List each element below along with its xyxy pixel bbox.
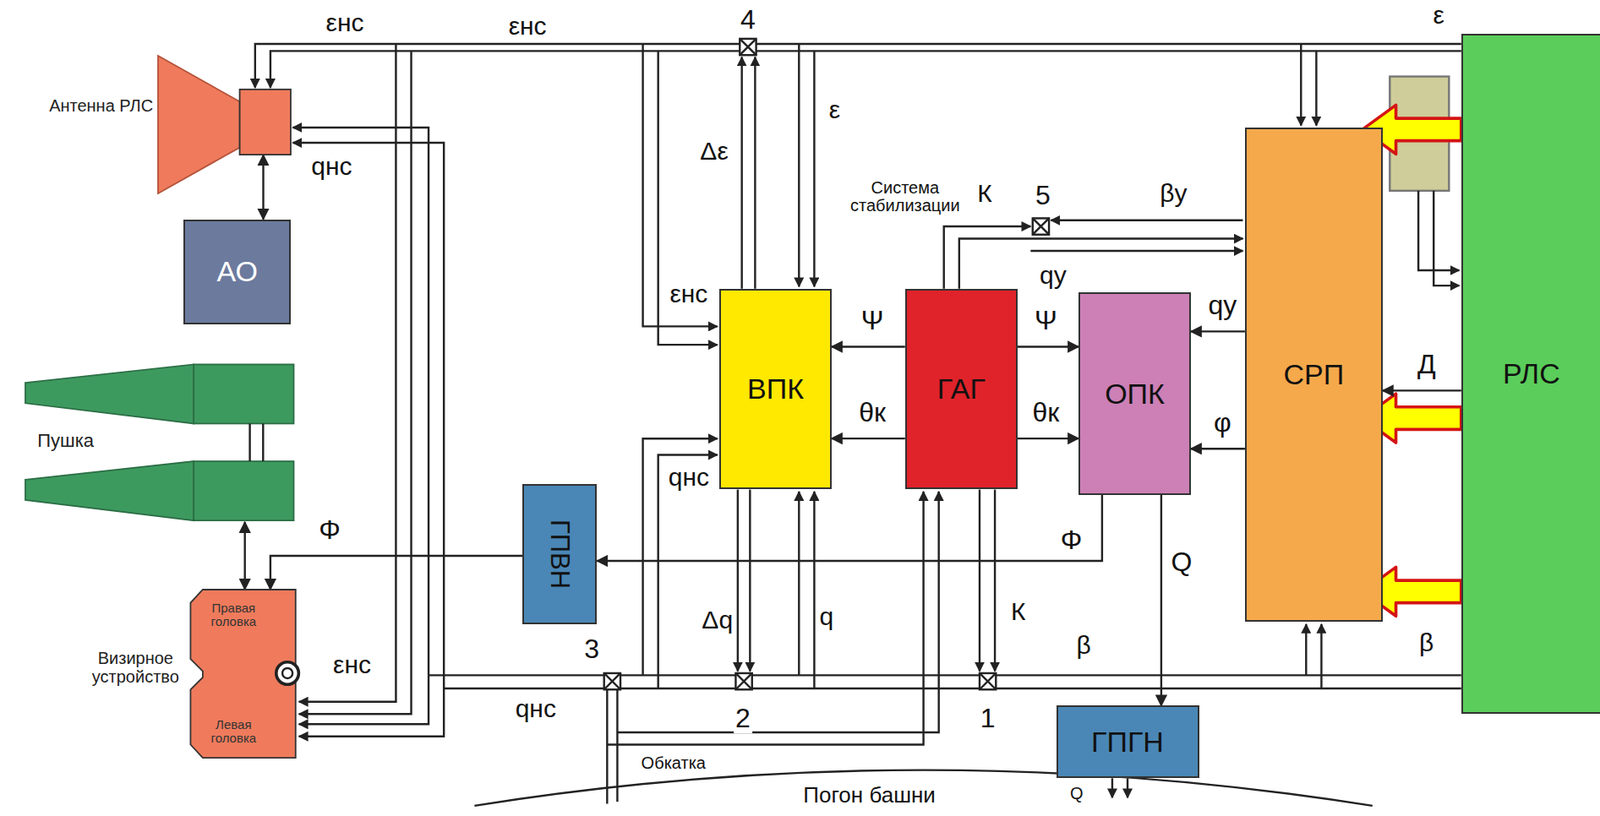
head-label: Правая головка <box>195 601 272 630</box>
callout-number: 3 <box>582 635 601 665</box>
junction-symbols <box>604 38 1049 690</box>
callout-number: 1 <box>978 704 998 734</box>
signal-connector <box>1382 389 1462 392</box>
head-label: Левая головка <box>195 718 272 747</box>
process-box: РЛС <box>1461 33 1600 715</box>
signal-label: Φ <box>1059 526 1085 556</box>
signal-name: Δq <box>699 606 735 634</box>
signal-label: qу <box>1206 291 1239 321</box>
box-label: ГАГ <box>937 372 986 406</box>
signal-name: К <box>1009 599 1027 627</box>
signal-label: Д <box>1415 350 1438 380</box>
box-label: АО <box>216 255 257 289</box>
signal-name: εнс <box>507 13 549 41</box>
signal-name: Q <box>1068 785 1086 803</box>
gun-barrels <box>25 364 295 521</box>
signal-connector <box>596 495 1103 563</box>
signal-name: ε <box>827 97 842 125</box>
signal-label: θк <box>857 398 888 428</box>
box-label: ГПВН <box>544 519 575 590</box>
signal-name: Δε <box>698 137 730 165</box>
antenna-label: Антенна РЛС <box>49 96 153 116</box>
signal-name: ε <box>1431 1 1447 29</box>
callout-number: 2 <box>733 704 753 734</box>
signal-connector <box>831 437 906 440</box>
process-box: СРП <box>1245 127 1383 623</box>
signal-name: β <box>1417 629 1436 657</box>
process-box: ГПВН <box>522 484 597 624</box>
signal-name: qу <box>1037 262 1069 290</box>
signal-name: εнс <box>331 651 373 679</box>
signal-name: εнс <box>324 9 366 37</box>
signal-connector <box>262 155 264 220</box>
antenna-horn <box>158 55 241 194</box>
antenna-feed <box>240 89 291 155</box>
signal-label: Q <box>1169 549 1195 579</box>
radar-antenna: Антенна РЛС <box>158 55 291 194</box>
part-name: Погон башни <box>801 784 938 808</box>
signal-connector <box>270 556 523 590</box>
process-box: ОПК <box>1078 292 1191 495</box>
process-box: ГПГН <box>1056 705 1200 779</box>
gun: Пушка <box>25 362 296 524</box>
box-label: ВПК <box>747 372 804 406</box>
signal-wires <box>255 43 1462 805</box>
sight-heading: Визирное устройство <box>85 649 186 687</box>
process-box: АО <box>183 219 291 325</box>
process-box: ВПК <box>719 289 832 491</box>
signal-name: qнс <box>666 464 711 492</box>
signal-connector <box>831 345 906 348</box>
signal-connector <box>1017 345 1080 348</box>
signal-name: qнс <box>513 695 558 723</box>
signal-connector <box>1190 330 1246 333</box>
signal-label: Φ <box>316 516 343 546</box>
box-label: РЛС <box>1502 357 1561 391</box>
sight-eyepiece <box>276 662 300 686</box>
signal-label: Ψ <box>1032 306 1060 336</box>
box-label: ГПГН <box>1091 726 1164 760</box>
signal-connector <box>1017 437 1080 440</box>
signal-connector <box>1190 447 1246 450</box>
signal-name: β <box>1074 632 1093 660</box>
box-label: ОПК <box>1104 377 1165 411</box>
signal-connector <box>1160 495 1163 707</box>
signal-label: Ψ <box>859 306 886 336</box>
note: Система стабилизации <box>848 179 962 215</box>
signal-label: θк <box>1031 398 1062 428</box>
callout-number: 5 <box>1033 181 1053 211</box>
signal-name: q <box>818 604 836 632</box>
note: Обкатка <box>639 754 708 773</box>
signal-name: εнс <box>667 280 710 308</box>
process-box: ГАГ <box>905 289 1018 491</box>
sight-device: Визирное устройствоПравая головкаЛевая г… <box>188 589 296 759</box>
box-label: СРП <box>1283 358 1345 392</box>
callout-number: 4 <box>738 5 758 35</box>
signal-name: βу <box>1157 180 1189 208</box>
signal-name: К <box>975 180 994 208</box>
signal-connector <box>244 522 246 590</box>
radar-antenna-shape <box>158 55 291 194</box>
signal-label: φ <box>1212 409 1234 438</box>
signal-name: qнс <box>309 152 354 181</box>
gun-label: Пушка <box>37 430 94 453</box>
